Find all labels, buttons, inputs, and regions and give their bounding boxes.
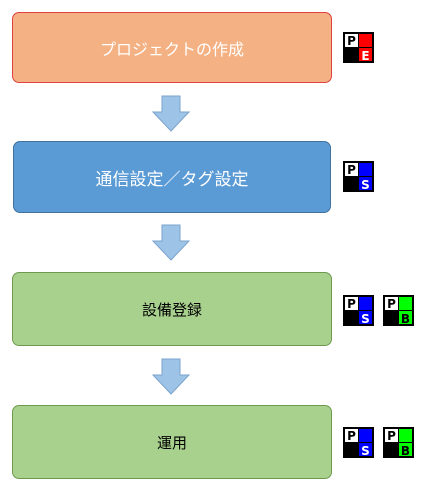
badge-prefix: P (347, 297, 356, 311)
badge-letter: S (361, 178, 370, 192)
step-label: プロジェクトの作成 (99, 39, 244, 59)
badge-prefix: P (347, 34, 356, 48)
down-arrow-icon (151, 95, 191, 132)
step-box-communication-tag-settings: 通信設定／タグ設定 (13, 141, 331, 213)
step-box-create-project: プロジェクトの作成 (12, 12, 332, 83)
down-arrow-icon (151, 224, 191, 261)
step-label: 通信設定／タグ設定 (95, 169, 249, 190)
badge-prefix: P (347, 429, 356, 443)
product-badge-icon: P S (343, 295, 374, 326)
product-badge-icon: P B (383, 295, 414, 326)
product-badge-icon: P S (343, 427, 374, 458)
step-box-operation: 運用 (12, 405, 332, 479)
badge-letter: S (361, 312, 370, 326)
badge-letter: B (401, 444, 410, 458)
down-arrow-icon (151, 358, 191, 395)
step-label: 設備登録 (141, 300, 202, 319)
step-label: 運用 (156, 433, 187, 452)
badge-prefix: P (347, 163, 356, 177)
badge-letter: S (361, 444, 370, 458)
badge-letter: B (401, 312, 410, 326)
product-badge-icon: P B (383, 427, 414, 458)
product-badge-icon: P S (343, 161, 374, 192)
product-badge-icon: P E (343, 32, 374, 63)
step-box-equipment-registration: 設備登録 (12, 272, 332, 346)
badge-letter: E (361, 49, 369, 63)
badge-prefix: P (387, 297, 396, 311)
badge-prefix: P (387, 429, 396, 443)
